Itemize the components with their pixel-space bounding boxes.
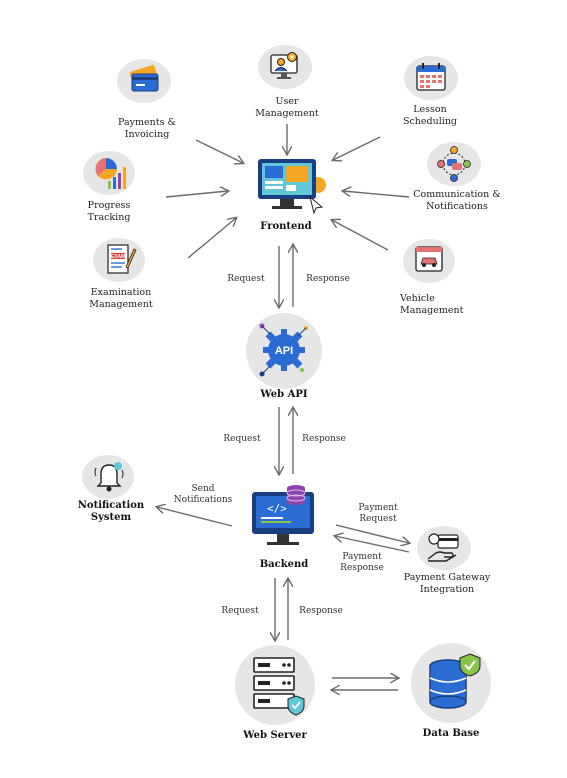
svg-text:</>: </> [267,502,287,515]
credit-card-icon [129,64,159,92]
exam-paper-icon: EXAM [107,244,137,274]
calendar-icon [416,63,446,91]
vehicle-calendar-icon [415,246,443,272]
request-label-backend-server: Request [221,606,259,616]
api-badge-text: API [275,345,293,357]
response-label-api-backend: Response [302,434,346,444]
arrow-exam-to-frontend [187,218,236,259]
arrow-backend-to-gateway [335,524,409,543]
database-icon [429,653,481,709]
communication-people-icon [437,146,471,182]
arrow-gateway-to-backend [335,536,410,553]
web-server-label: Web Server [243,730,307,741]
backend-code-monitor-icon: </> [252,485,314,545]
communication-label: Communication &Notifications [413,189,501,212]
arrow-vehicle-to-frontend [332,220,389,251]
server-stack-icon [253,657,305,716]
response-label-frontend-api: Response [306,274,350,284]
arrow-backend-to-notification [157,507,233,527]
arrow-progress-to-frontend [165,191,228,198]
request-label-frontend-api: Request [227,274,265,284]
web-api-label: Web API [260,389,308,400]
arrow-communication-to-frontend [343,191,410,198]
api-gear-icon: API [259,323,308,377]
request-label-api-backend: Request [223,434,261,444]
response-label-backend-server: Response [299,606,343,616]
arrow-lesson-to-frontend [333,136,381,160]
frontend-monitor-icon [258,159,326,215]
payment-hand-icon [427,533,459,562]
progress-chart-icon [95,158,126,189]
backend-label: Backend [259,559,309,570]
frontend-label: Frontend [260,221,312,232]
payments-label: Payments &Invoicing [118,117,176,140]
arrow-payments-to-frontend [195,139,243,163]
bell-icon [94,462,124,492]
database-label: Data Base [422,728,480,739]
user-gear-icon [270,52,298,79]
exam-badge-text: EXAM [111,254,125,260]
